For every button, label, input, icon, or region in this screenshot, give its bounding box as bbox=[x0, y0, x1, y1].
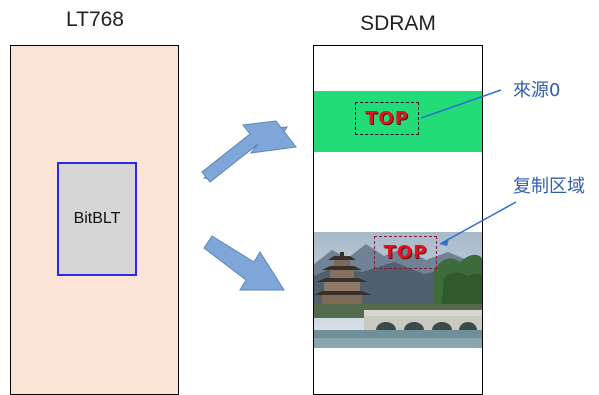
source-callout-label: 來源0 bbox=[513, 80, 561, 101]
copy-top-stamp: TOP bbox=[383, 242, 428, 263]
bitblt-module: BitBLT bbox=[57, 162, 137, 276]
source-top-stamp: TOP bbox=[365, 108, 409, 129]
source-region bbox=[314, 91, 482, 152]
source-callout-line bbox=[420, 89, 502, 119]
copy-selection-box: TOP bbox=[374, 236, 437, 269]
bitblt-label: BitBLT bbox=[73, 210, 121, 227]
copy-callout-label: 复制区域 bbox=[513, 176, 585, 197]
sdram-title: SDRAM bbox=[360, 12, 436, 35]
destination-photo bbox=[314, 232, 482, 348]
read-arrow bbox=[201, 120, 297, 183]
write-arrow bbox=[203, 235, 285, 291]
copy-callout-line bbox=[439, 201, 517, 245]
source-selection-box: TOP bbox=[355, 102, 419, 135]
lt768-title: LT768 bbox=[66, 8, 124, 31]
